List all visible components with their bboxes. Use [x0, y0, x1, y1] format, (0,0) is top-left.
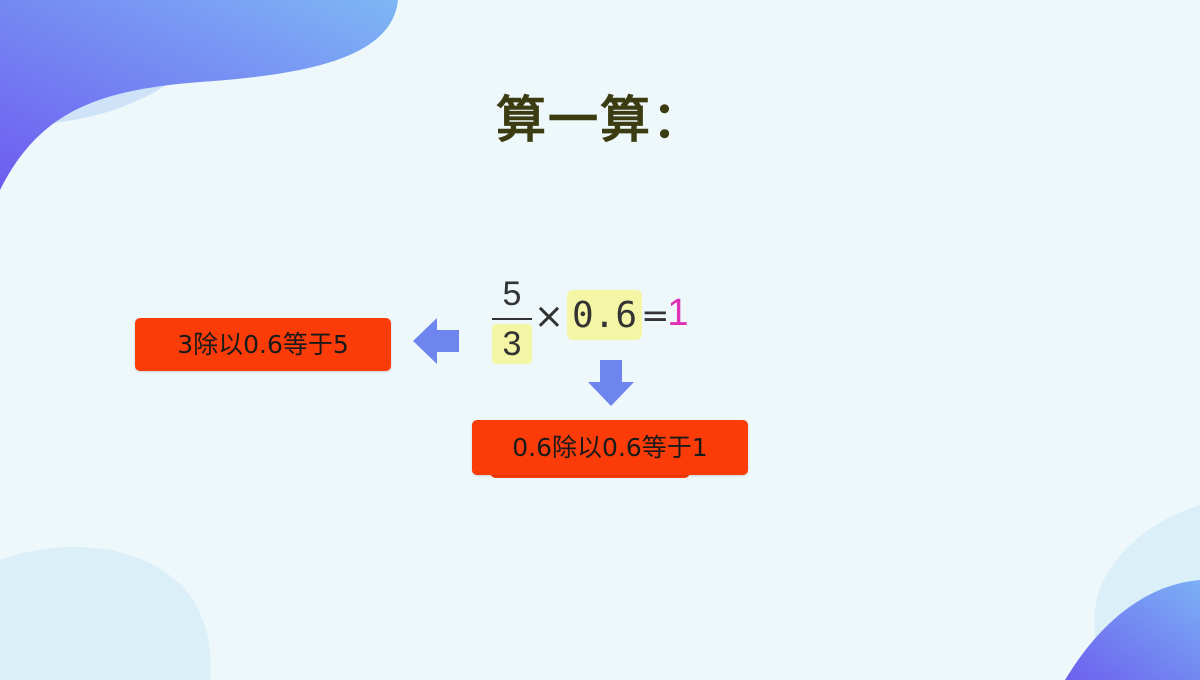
- equation-result: 1: [667, 292, 689, 334]
- arrow-left-icon: [413, 318, 459, 364]
- bottom-right-light-blob: [1094, 505, 1200, 680]
- fraction: 5 3: [490, 274, 534, 366]
- fraction-denominator: 3: [492, 324, 532, 364]
- equals-sign: =: [641, 296, 670, 336]
- slide-title: 算一算：: [496, 91, 704, 149]
- times-sign: ×: [533, 296, 565, 337]
- bottom-right-blob: [1065, 580, 1200, 680]
- callout-bottom: 0.6除以0.6等于1: [472, 420, 748, 475]
- decimal-factor: 0.6: [567, 290, 642, 340]
- bottom-left-blob: [0, 546, 211, 680]
- fraction-bar: [492, 318, 532, 320]
- arrow-down-icon: [588, 360, 634, 406]
- fraction-numerator: 5: [502, 275, 522, 313]
- callout-left: 3除以0.6等于5: [135, 318, 391, 371]
